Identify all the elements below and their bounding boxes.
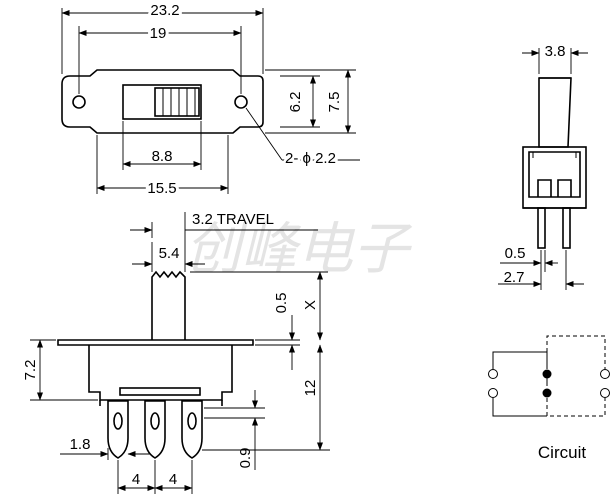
dim-pitch-right: 4 — [169, 471, 177, 488]
mounting-flange — [57, 339, 254, 346]
actuator — [151, 270, 186, 340]
slide-knob — [154, 87, 200, 117]
dim-actuator-width: 5.4 — [159, 245, 180, 262]
dim-inner-height: 6.2 — [287, 92, 304, 113]
terminal-middle — [144, 400, 166, 459]
side-body — [522, 146, 587, 209]
switch-body — [88, 345, 233, 401]
top-view: 23.2 19 6.2 7.5 2- ϕ 2.2 8.8 15.5 — [61, 0, 360, 200]
actuator-slot — [122, 84, 202, 120]
dim-body-width: 15.5 — [147, 180, 176, 197]
side-view: 3.8 0.5 2.7 — [498, 43, 588, 290]
dim-side-width: 3.8 — [545, 43, 566, 60]
right-mounting-hole — [234, 95, 248, 109]
front-view: 3.2 TRAVEL 5.4 — [20, 211, 330, 494]
terminal-left — [107, 400, 129, 459]
dim-terminal-width: 1.8 — [70, 436, 91, 453]
dim-body-height: 7.2 — [22, 360, 39, 381]
dim-slot-width: 8.8 — [152, 148, 173, 165]
dim-actuator-height: X — [302, 300, 319, 310]
circuit-schematic: Circuit — [488, 335, 610, 462]
dim-terminal-length: 12 — [302, 380, 319, 397]
terminal-right — [181, 400, 203, 459]
dim-pin-spacing: 2.7 — [504, 269, 525, 286]
circuit-label: Circuit — [538, 443, 586, 462]
dim-travel: 3.2 TRAVEL — [192, 211, 274, 228]
watermark: 创峰电子 — [185, 217, 413, 282]
dim-overall-width: 23.2 — [150, 2, 179, 19]
dim-pin-thickness: 0.5 — [505, 245, 526, 262]
dim-pitch-left: 4 — [132, 471, 140, 488]
mounting-plate-outline — [61, 69, 264, 134]
hole-callout: 2- ϕ 2.2 — [285, 150, 336, 167]
dim-actuator-gap: 0.5 — [273, 293, 290, 314]
dim-hole-spacing: 19 — [150, 25, 167, 42]
dim-outer-height: 7.5 — [326, 92, 343, 113]
dim-terminal-thickness: 0.9 — [237, 448, 254, 469]
left-mounting-hole — [72, 95, 86, 109]
